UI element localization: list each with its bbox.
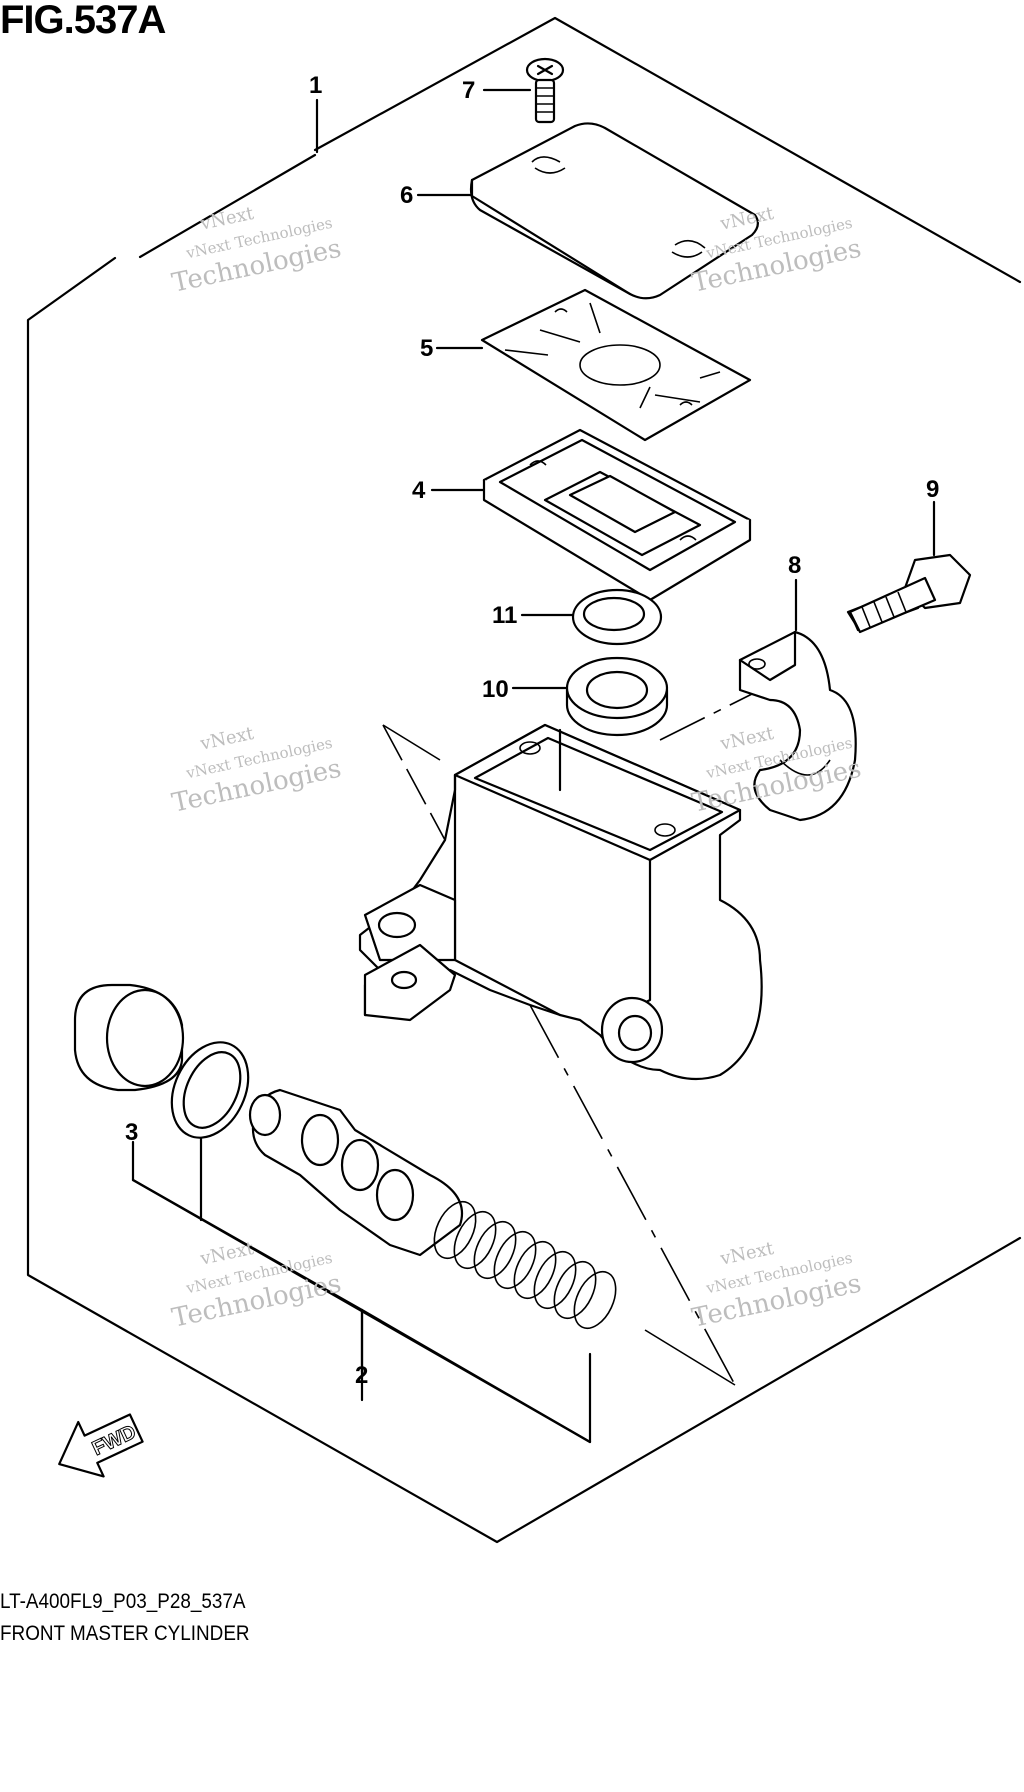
callout-1: 1 xyxy=(309,72,322,99)
diagram-name: FRONT MASTER CYLINDER xyxy=(0,1622,250,1645)
part-6-reservoir-cap xyxy=(469,122,759,300)
callout-7: 7 xyxy=(462,77,475,104)
callout-9: 9 xyxy=(926,476,939,503)
master-cylinder-body xyxy=(358,723,763,1081)
svg-text:vNext: vNext xyxy=(198,1238,257,1270)
callout-numbers: 1 2 3 4 5 6 7 8 9 10 11 xyxy=(125,72,939,1389)
part-9-bolt xyxy=(846,553,972,634)
callout-11: 11 xyxy=(492,602,517,629)
svg-text:vNext: vNext xyxy=(198,203,257,235)
part-2-piston-spring xyxy=(248,1088,617,1330)
diagram-code: LT-A400FL9_P03_P28_537A xyxy=(0,1590,246,1613)
svg-text:vNext: vNext xyxy=(718,723,777,755)
callout-10: 10 xyxy=(482,676,509,703)
part-5-diaphragm-plate xyxy=(480,288,752,442)
part-4-diaphragm xyxy=(482,428,752,602)
part-3-boot xyxy=(73,983,185,1092)
watermark-mid-left: vNext vNext Technologies Technologies xyxy=(169,723,344,819)
part-2-circlip xyxy=(170,1041,250,1139)
part-10-cup xyxy=(565,656,669,737)
part-11-ring xyxy=(571,588,663,646)
svg-text:vNext: vNext xyxy=(718,1238,777,1270)
figure-title: FIG.537A xyxy=(0,0,166,42)
assembly-frame xyxy=(26,16,1022,1544)
callout-5: 5 xyxy=(420,335,433,362)
callout-6: 6 xyxy=(400,182,413,209)
callout-2: 2 xyxy=(355,1362,368,1389)
callout-4: 4 xyxy=(412,477,426,504)
watermark-bottom-right: vNext vNext Technologies Technologies xyxy=(689,1238,864,1334)
watermark-bottom-left: vNext vNext Technologies Technologies xyxy=(169,1238,344,1334)
fwd-arrow-badge: FWD xyxy=(58,1413,144,1478)
part-7-screw xyxy=(525,57,565,124)
assembly-axes xyxy=(382,689,761,1386)
leader-lines xyxy=(131,88,936,1444)
part-8-clamp xyxy=(738,630,857,822)
watermark-top-left: vNext vNext Technologies Technologies xyxy=(169,203,344,299)
callout-3: 3 xyxy=(125,1119,138,1146)
callout-8: 8 xyxy=(788,552,801,579)
svg-text:vNext: vNext xyxy=(198,723,257,755)
